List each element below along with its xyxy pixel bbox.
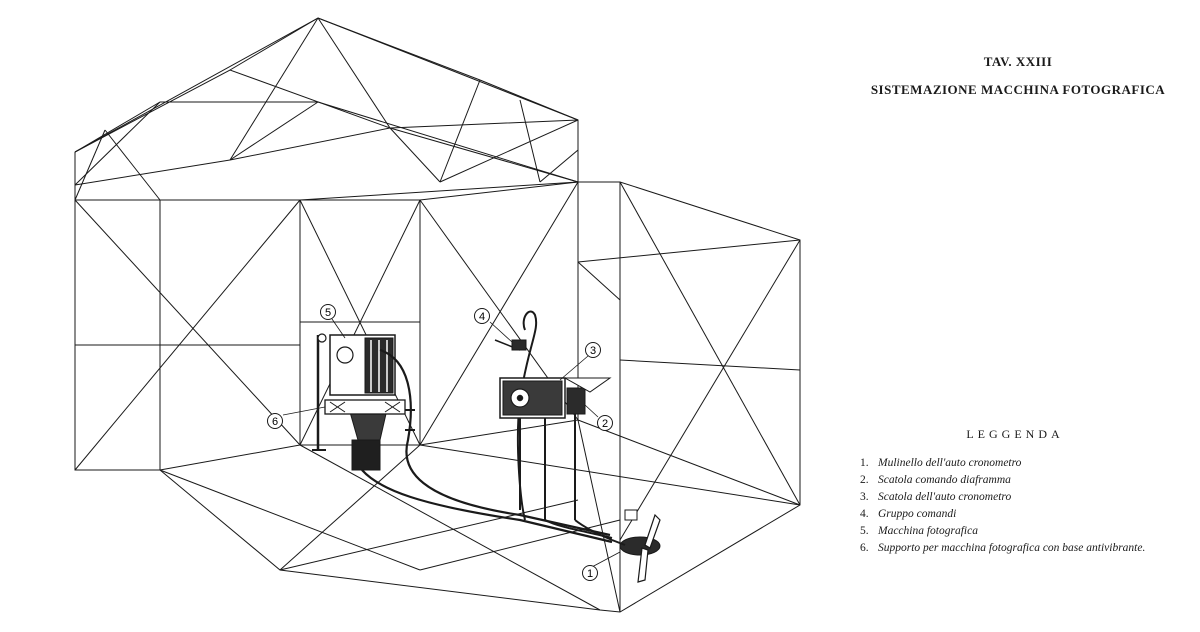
callout-3: 3: [585, 342, 601, 358]
camera-cable: [379, 348, 611, 537]
callout-circle: [320, 304, 336, 320]
legend-item-text: Supporto per macchina fotografica con ba…: [878, 542, 1146, 554]
roof-line: [74, 69, 579, 153]
windmill-blade-lower: [637, 547, 649, 583]
callout-circle: [474, 308, 490, 324]
callout-label: 4: [479, 311, 485, 323]
legend-item-text: Mulinello dell'auto cronometro: [878, 457, 1022, 469]
callout-label: 2: [602, 418, 608, 430]
legend-item: 5. Macchina fotografica: [860, 523, 1180, 540]
legend-item-number: 5.: [860, 525, 869, 537]
legend-item: 2. Scatola comando diaframma: [860, 472, 1180, 489]
callout-label: 5: [325, 307, 331, 319]
camera-cable-b: [361, 469, 613, 544]
windmill-hub: [619, 536, 661, 556]
legend-title: LEGGENDA: [966, 427, 1064, 441]
legend-item-text: Scatola comando diaframma: [878, 474, 1011, 486]
plate-subtitle: SISTEMAZIONE MACCHINA FOTOGRAFICA: [870, 82, 1166, 97]
legend-item-number: 6.: [860, 542, 869, 554]
callout-6: 6: [267, 413, 283, 429]
legend-item-number: 1.: [860, 457, 869, 469]
wireframe-structure: [74, 17, 801, 613]
legend-item: 6. Supporto per macchina fotografica con …: [860, 540, 1180, 557]
callout-1: 1: [582, 565, 598, 581]
legend-item: 1. Mulinello dell'auto cronometro: [860, 455, 1180, 472]
legend-item-number: 3.: [860, 491, 869, 503]
leader-lines: [282, 318, 621, 569]
legend-item: 3. Scatola dell'auto cronometro: [860, 489, 1180, 506]
callout-circle: [597, 415, 613, 431]
legend-item-text: Scatola dell'auto cronometro: [878, 491, 1012, 503]
callout-circle: [267, 413, 283, 429]
callout-circle: [585, 342, 601, 358]
outer-outline: [74, 17, 801, 613]
plate-number: TAV. XXIII: [983, 54, 1053, 69]
legend-item: 4. Gruppo comandi: [860, 506, 1180, 523]
legend-item-text: Macchina fotografica: [878, 525, 978, 537]
legend-item-number: 4.: [860, 508, 869, 520]
callout-5: 5: [320, 304, 336, 320]
callout-4: 4: [474, 308, 490, 324]
callout-label: 6: [272, 416, 278, 428]
camera-equipment: [312, 310, 661, 583]
legend-item-text: Gruppo comandi: [878, 508, 957, 520]
callout-circle: [582, 565, 598, 581]
legend-list: 1. Mulinello dell'auto cronometro 2. Scato…: [860, 455, 1180, 557]
callout-label: 3: [590, 345, 596, 357]
legend-item-number: 2.: [860, 474, 869, 486]
callout-2: 2: [597, 415, 613, 431]
callout-label: 1: [587, 568, 593, 580]
diaphragm-box: [566, 387, 586, 415]
windmill-blade-upper: [644, 513, 661, 549]
camera-dial: [336, 346, 354, 364]
